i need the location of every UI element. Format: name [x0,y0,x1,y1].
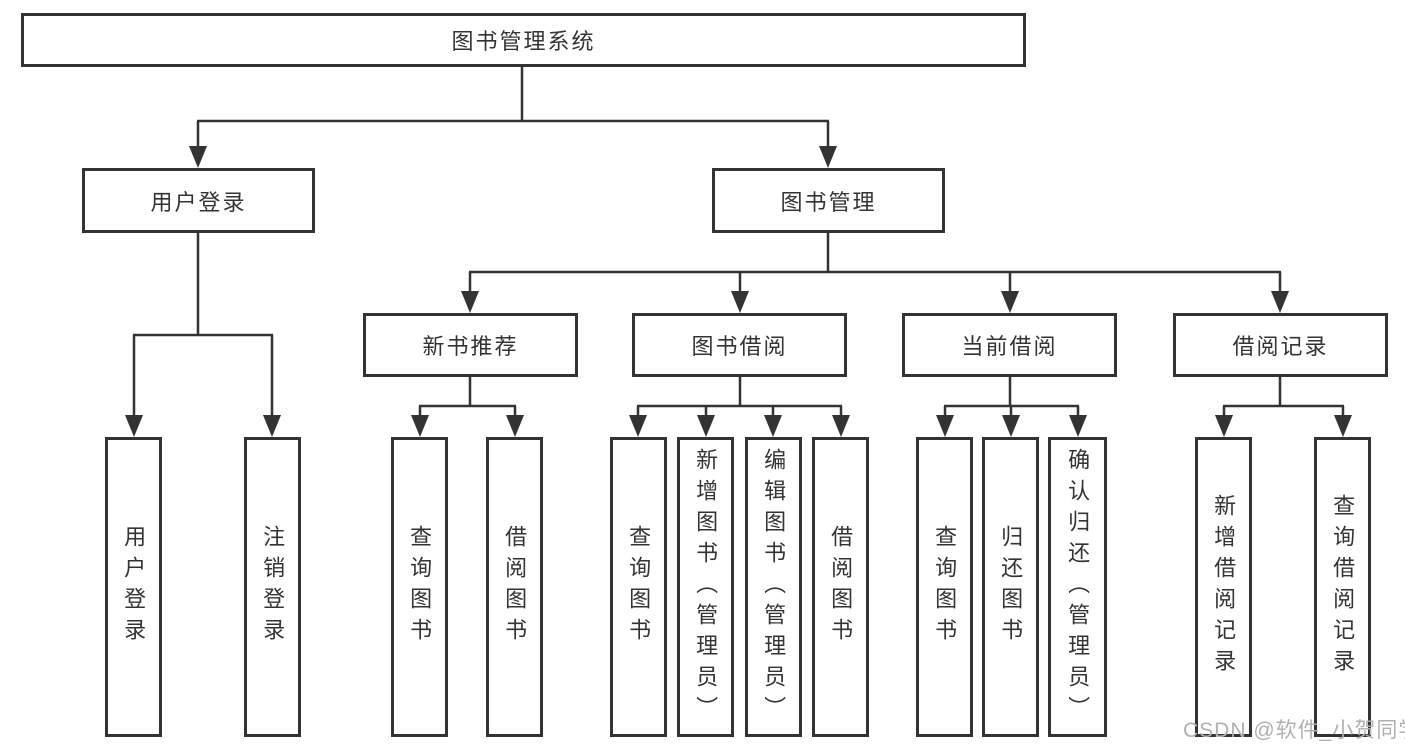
node-library-management-system: 图书管理系统 [21,13,1026,67]
node-confirm-return-admin: 确认归还（管理员） [1048,437,1107,737]
node-label: 用户登录 [121,525,147,649]
node-borrow-books-borrowing: 借阅图书 [812,437,869,737]
node-logout-login: 注销登录 [244,437,301,737]
node-user-login: 用户登录 [82,168,315,233]
node-query-borrow-record: 查询借阅记录 [1314,437,1371,737]
node-current-borrowing: 当前借阅 [902,313,1117,377]
node-label: 编辑图书（管理员） [761,447,787,727]
csdn-watermark: CSDN @软件_小贺同学 [1183,719,1405,742]
node-label: 查询借阅记录 [1330,494,1356,680]
node-add-book-admin: 新增图书（管理员） [677,437,734,737]
node-label: 查询图书 [626,525,652,649]
node-query-books-borrowing: 查询图书 [610,437,667,737]
node-label: 确认归还（管理员） [1065,447,1091,727]
node-label: 借阅图书 [828,525,854,649]
node-new-book-recommendation: 新书推荐 [363,313,578,377]
node-label: 归还图书 [998,525,1024,649]
node-book-management: 图书管理 [712,168,945,233]
node-label: 新增图书（管理员） [693,447,719,727]
node-query-books-recommend: 查询图书 [391,437,448,737]
node-book-borrowing: 图书借阅 [632,313,847,377]
node-borrow-books-recommend: 借阅图书 [486,437,543,737]
node-label: 注销登录 [260,525,286,649]
node-label: 借阅图书 [502,525,528,649]
node-query-books-current: 查询图书 [916,437,973,737]
node-return-books: 归还图书 [982,437,1039,737]
node-add-borrow-record: 新增借阅记录 [1195,437,1252,737]
node-label: 查询图书 [407,525,433,649]
node-label: 新增借阅记录 [1211,494,1237,680]
node-edit-book-admin: 编辑图书（管理员） [745,437,802,737]
node-borrowing-records: 借阅记录 [1173,313,1388,377]
node-label: 查询图书 [932,525,958,649]
node-user-login-leaf: 用户登录 [105,437,162,737]
